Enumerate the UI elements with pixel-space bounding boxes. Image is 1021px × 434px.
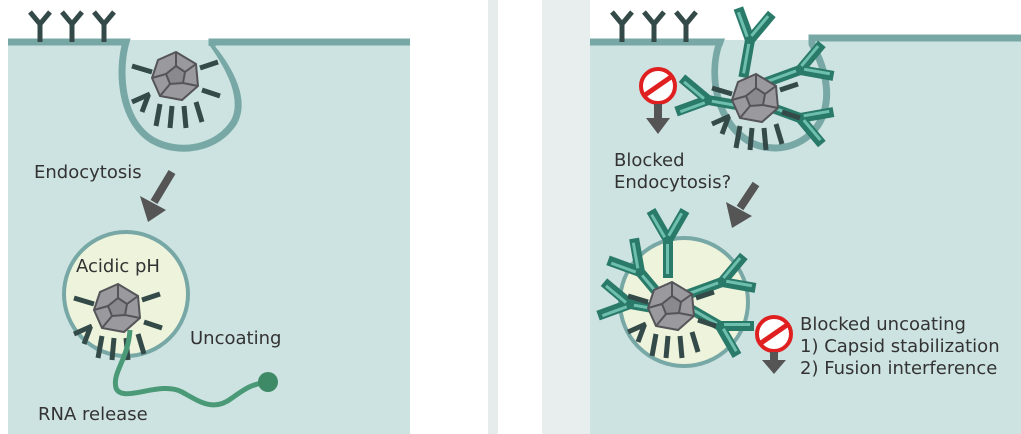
blocked-endocytosis-line2: Endocytosis? [614, 172, 731, 193]
blocked-uncoating-line1: Blocked uncoating [800, 314, 966, 335]
prohibition-icon [757, 317, 791, 351]
panel-divider-gap [498, 0, 542, 434]
right-panel-edge [542, 0, 590, 434]
panel-divider [488, 0, 498, 434]
prohibition-icon [641, 69, 675, 103]
blocked-uncoating-line2: 1) Capsid stabilization [800, 336, 1000, 357]
rna-release-label: RNA release [38, 404, 148, 425]
endocytosis-label: Endocytosis [34, 162, 142, 183]
acidic-ph-label: Acidic pH [76, 256, 160, 277]
blocked-uncoating-line3: 2) Fusion interference [800, 358, 997, 379]
left-panel: Endocytosis Acidic pH Uncoating RNA rele… [8, 0, 410, 434]
uncoating-label: Uncoating [190, 328, 281, 349]
right-panel: Blocked Endocytosis? Blocked uncoating 1… [542, 0, 1021, 434]
blocked-endocytosis-line1: Blocked [614, 150, 685, 171]
rna-cap [258, 372, 278, 392]
